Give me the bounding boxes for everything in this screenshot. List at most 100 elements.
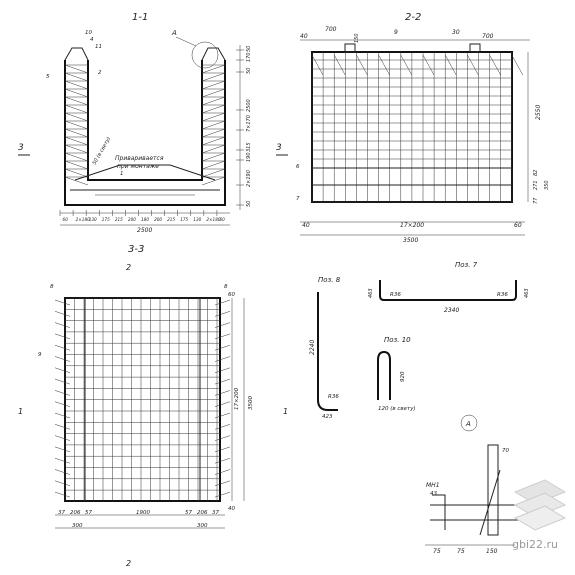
s11-bottom-dim-3: 175 (102, 217, 110, 222)
s11-bottom-dim-4: 215 (115, 217, 123, 222)
leader-left (54, 480, 71, 487)
mesh-diag (356, 54, 368, 76)
s33-bdim-5: 206 (197, 510, 208, 516)
section-2-2-mesh (311, 52, 524, 202)
wall-diag-right (201, 136, 226, 146)
poz7-r1: R36 (390, 292, 401, 298)
wall-diag-right (201, 112, 226, 122)
wall-diag-left (64, 72, 89, 82)
leader-right (214, 401, 231, 407)
leader-left (54, 469, 71, 475)
s11-right-dim-8: 50 (246, 201, 252, 207)
leader-right (214, 435, 231, 441)
detail-poz-7: Поз. 7 R36 R36 2340 463 463 (368, 261, 530, 314)
poz8-title: Поз. 8 (318, 276, 341, 284)
detail-node-a: A МН1 43 70 75 75 150 (425, 414, 520, 555)
mesh-diag (467, 54, 479, 76)
s22-right-dim-5: 60 (514, 222, 522, 229)
mesh-diag (444, 54, 457, 76)
section-3-3-mesh (54, 297, 231, 501)
leader-right (214, 344, 231, 351)
s33-bdim2-0: 300 (72, 523, 83, 529)
wall-diag-left (64, 80, 89, 90)
leader-right (214, 457, 231, 464)
s22-right-dim-1: 82 (533, 170, 539, 176)
pos-2: 2 (98, 70, 102, 76)
wall-diag-left (64, 176, 89, 186)
s33-rdim-1: 17×200 (234, 387, 240, 410)
leader-right (214, 311, 231, 317)
leader-left (54, 401, 71, 407)
s11-bottom-dim-7: 200 (154, 217, 162, 222)
wall-diag-right (201, 72, 226, 82)
s33-bdim-4: 57 (185, 510, 192, 516)
leader-left (54, 367, 71, 374)
poz10-height: 920 (400, 371, 406, 382)
leader-right (214, 299, 231, 306)
leader-left (54, 322, 71, 328)
wall-diag-left (64, 160, 89, 170)
s22-top-dim-1: 700 (325, 26, 337, 33)
leader-left (54, 435, 71, 441)
leader-right (214, 446, 231, 453)
s11-bottom-dim-12: 60 (219, 217, 225, 222)
mesh-diag (511, 54, 524, 76)
s33-bdim-1: 206 (70, 510, 81, 516)
leader-right (214, 491, 231, 498)
s22-bottom-dim-1: 40 (302, 222, 310, 229)
s22-top-dim-3: 9 (394, 29, 398, 36)
callout-a-label: A (171, 29, 177, 37)
poz7-h2: 463 (524, 288, 530, 298)
poz10-width: 120 (в свету) (378, 406, 416, 412)
s11-bottom-dim-8: 215 (167, 217, 175, 222)
mesh-diag (311, 54, 324, 76)
leader-left (54, 311, 71, 317)
s22-right-dim-0: 2550 (535, 105, 542, 120)
mesh-diag (422, 54, 435, 76)
cut-mark-3-left: 3 (18, 143, 24, 153)
wall-diag-left (64, 96, 89, 106)
poz7-width: 2340 (444, 307, 459, 314)
cut-mark-3-right: 3 (276, 143, 282, 153)
wall-diag-left (64, 128, 89, 138)
poz8-base: 423 (322, 414, 333, 420)
node-a-d2: 70 (502, 448, 509, 454)
s33-rdim-2: 3500 (248, 396, 254, 410)
poz7-h1: 463 (368, 288, 374, 298)
node-a-dim-1: 75 (457, 548, 465, 555)
s11-right-dim-4: 7×170 (246, 115, 252, 132)
watermark-text: gbi22.ru (512, 538, 558, 551)
node-a-title: A (465, 420, 471, 428)
leader-right (214, 390, 231, 396)
leader-right (214, 367, 231, 374)
leader-right (214, 480, 231, 487)
section-3-3: 3-3 2 2 1 1 8 8 9 60 17×200 3500 40 37 2… (18, 244, 288, 568)
s22-right-dim-3: 350 (544, 180, 550, 190)
wall-diag-left (64, 64, 89, 74)
wall-diag-right (201, 152, 226, 162)
leader-right (214, 333, 231, 340)
cut-mark-1-left: 1 (18, 407, 23, 416)
leader-left (54, 457, 71, 464)
s11-bottom-dim-6: 180 (141, 217, 149, 222)
leader-left (54, 299, 71, 306)
s11-bottom-dim-9: 175 (180, 217, 188, 222)
cut-mark-2-top: 2 (126, 263, 131, 272)
s33-bdim-0: 37 (58, 510, 65, 516)
wall-diag-right (201, 160, 226, 170)
detail-poz-10: Поз. 10 920 120 (в свету) (377, 336, 416, 412)
section-1-1: 1-1 A 3 Приваривается при монтаже 10 4 1… (18, 12, 252, 234)
wall-diag-left (64, 112, 89, 122)
leader-left (54, 491, 71, 498)
wall-diag-right (201, 64, 226, 74)
cut-mark-1-right: 1 (283, 407, 288, 416)
pos-11: 11 (95, 44, 102, 50)
poz8-height: 2240 (309, 340, 316, 355)
node-a-mn: МН1 (426, 482, 440, 489)
s11-bottom-dim-2: 130 (89, 217, 97, 222)
s22-top-dim-0: 40 (300, 33, 308, 40)
wall-diag-left (64, 144, 89, 154)
s33-rdim-0: 60 (228, 292, 235, 298)
s22-overall: 3500 (403, 237, 418, 244)
s33-pos-9: 9 (38, 352, 42, 358)
